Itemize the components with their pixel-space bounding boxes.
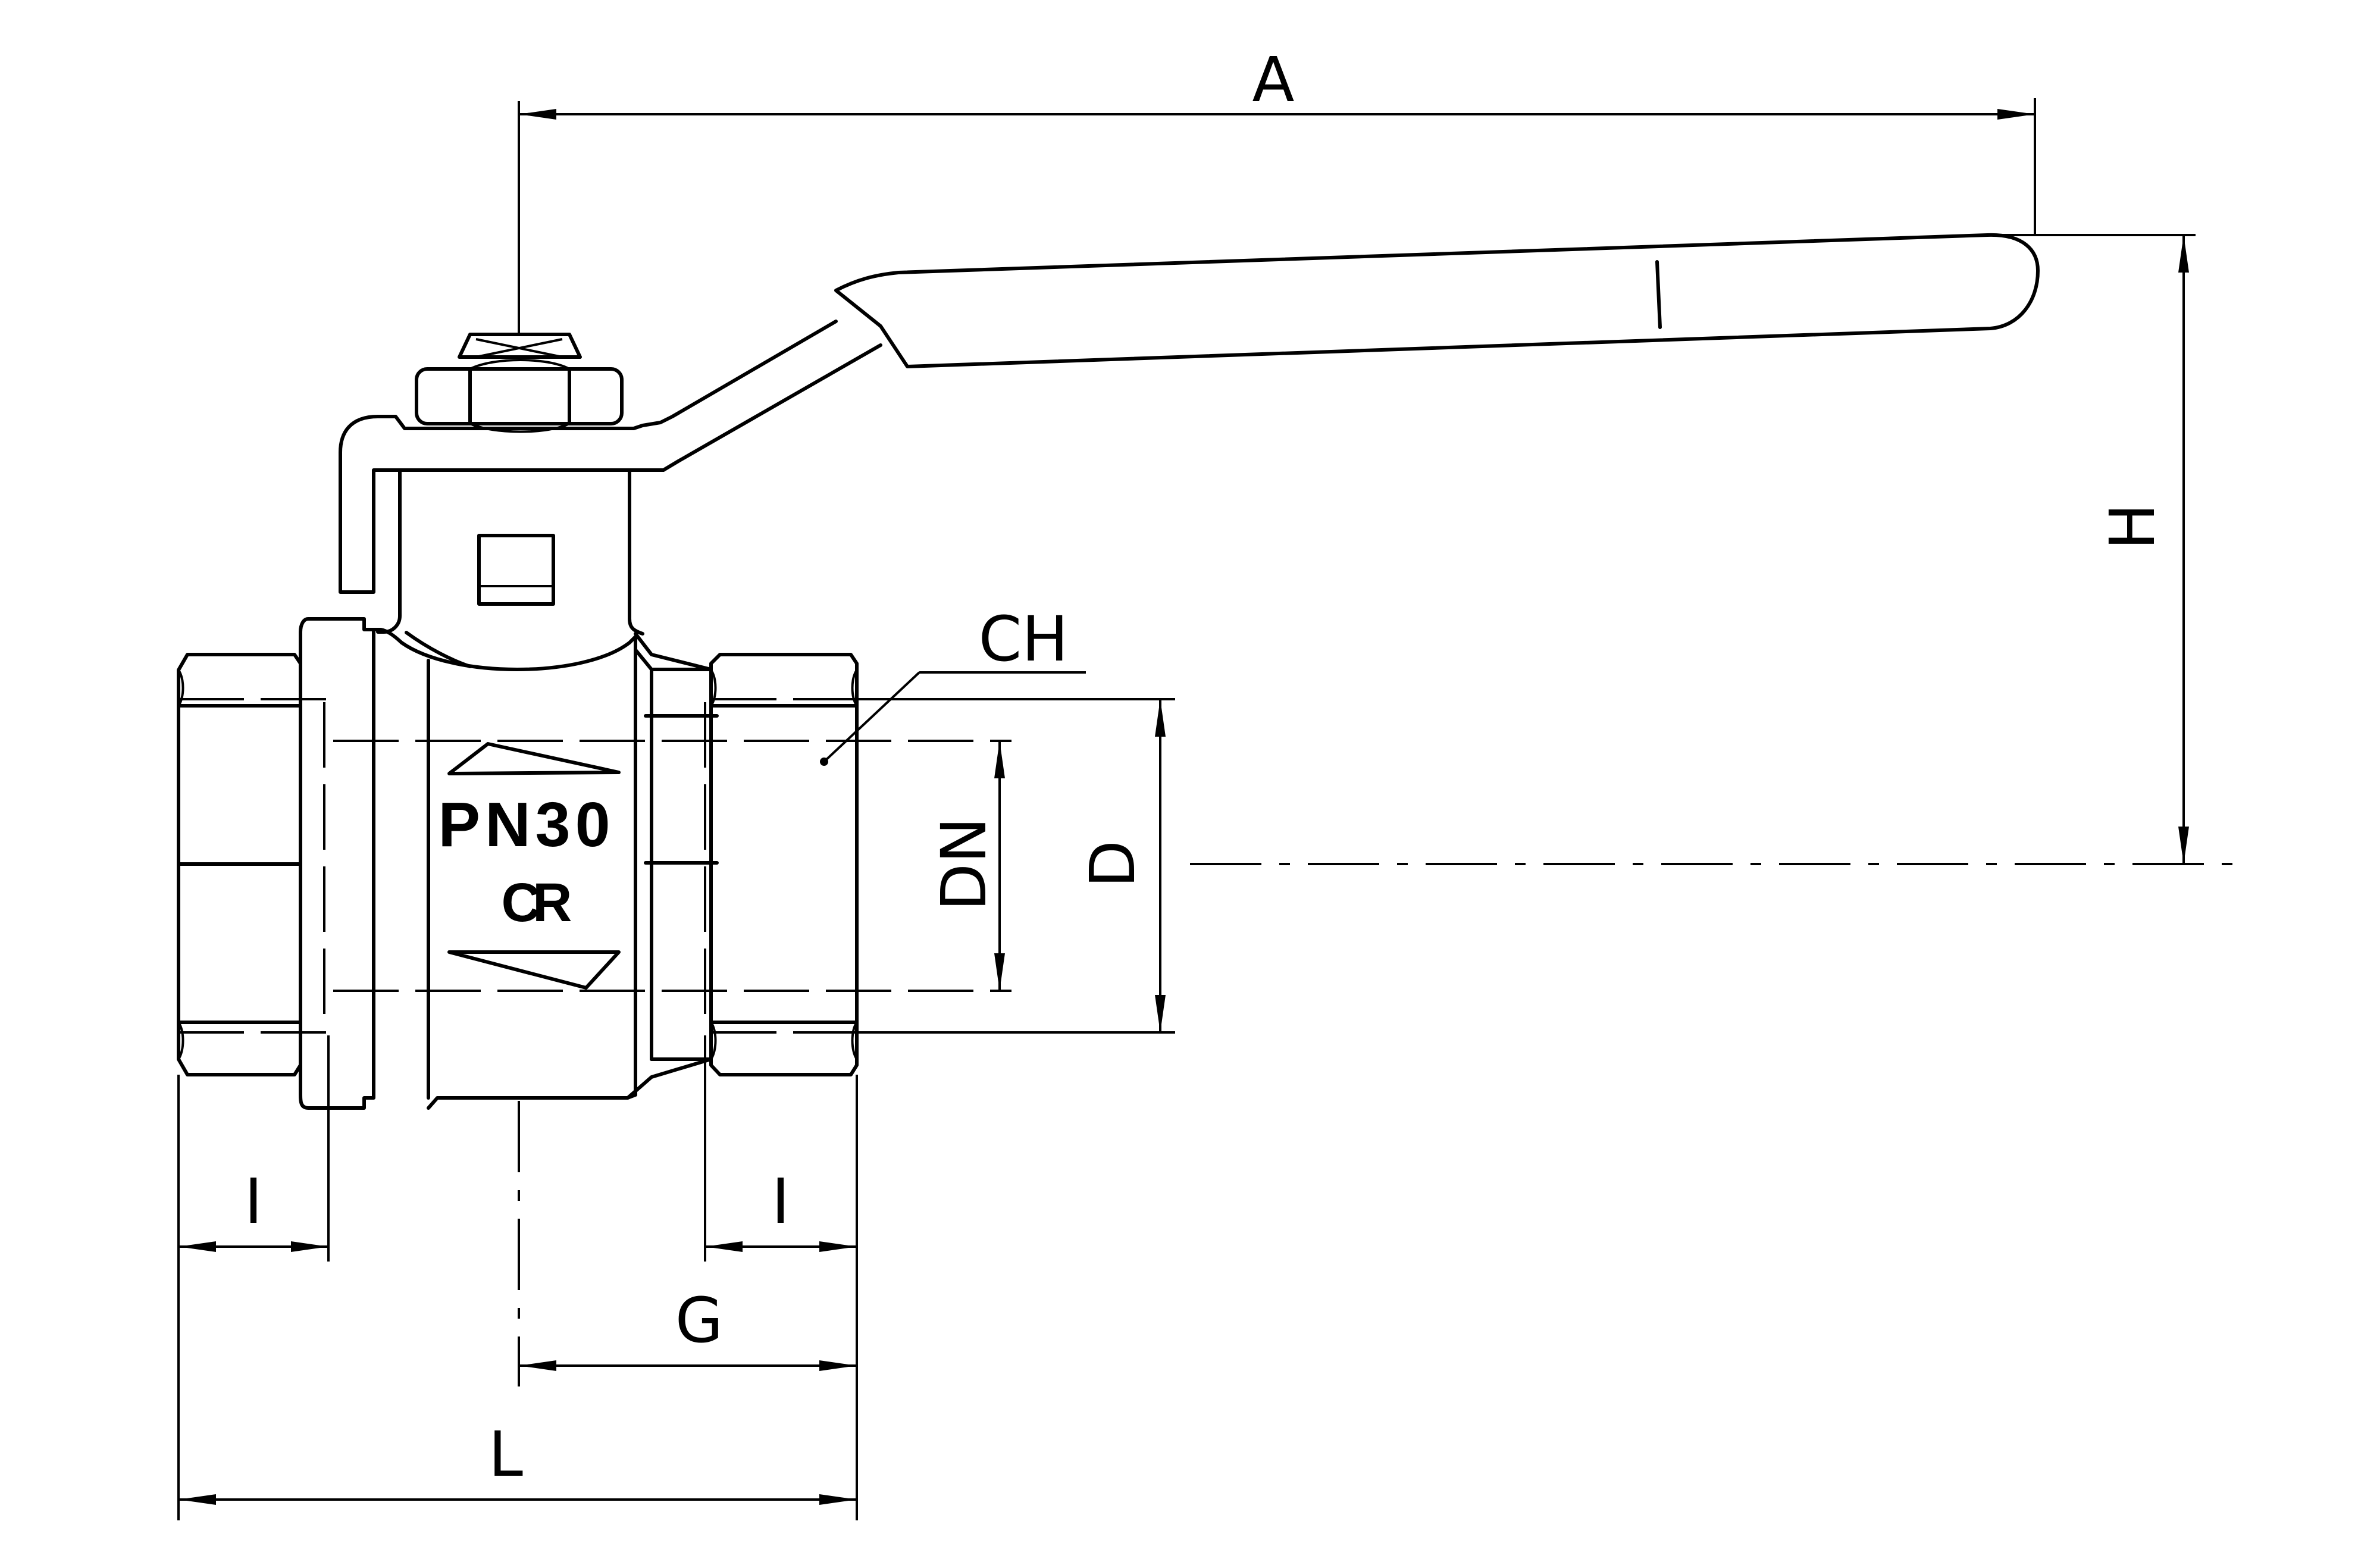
dimension-i-right — [704, 1035, 858, 1520]
lever-handle — [339, 233, 2040, 594]
right-hex-end — [709, 653, 859, 1076]
manufacturer-logo: CR — [502, 872, 571, 933]
dimension-i-left-label: I — [245, 1165, 263, 1238]
hidden-bore-lines — [178, 698, 1012, 1034]
dimension-l-label: L — [488, 1418, 523, 1491]
dimension-ch — [820, 671, 1086, 766]
dimension-h — [1969, 234, 2196, 864]
dimension-a — [518, 98, 2036, 336]
pressure-rating-label: PN30 — [438, 790, 615, 860]
dimension-i-left — [177, 1035, 330, 1520]
dimension-g — [519, 1360, 857, 1371]
dimension-dn — [994, 741, 1005, 991]
dimension-l — [178, 1494, 857, 1505]
dimension-a-label: A — [1252, 43, 1294, 116]
dimension-i-right-label: I — [772, 1165, 790, 1238]
dimension-g-label: G — [675, 1284, 724, 1357]
dimension-ch-label: CH — [979, 603, 1069, 675]
stem-nut — [415, 333, 624, 433]
valve-body — [299, 468, 719, 1110]
flow-arrows — [447, 742, 621, 990]
dimension-h-label: H — [2096, 503, 2169, 550]
dimension-dn-label: DN — [928, 817, 1000, 911]
dimension-d-label: D — [1076, 840, 1149, 888]
left-hex-end — [177, 653, 302, 1076]
stop-window — [477, 534, 555, 606]
dimension-d — [857, 698, 1175, 1034]
